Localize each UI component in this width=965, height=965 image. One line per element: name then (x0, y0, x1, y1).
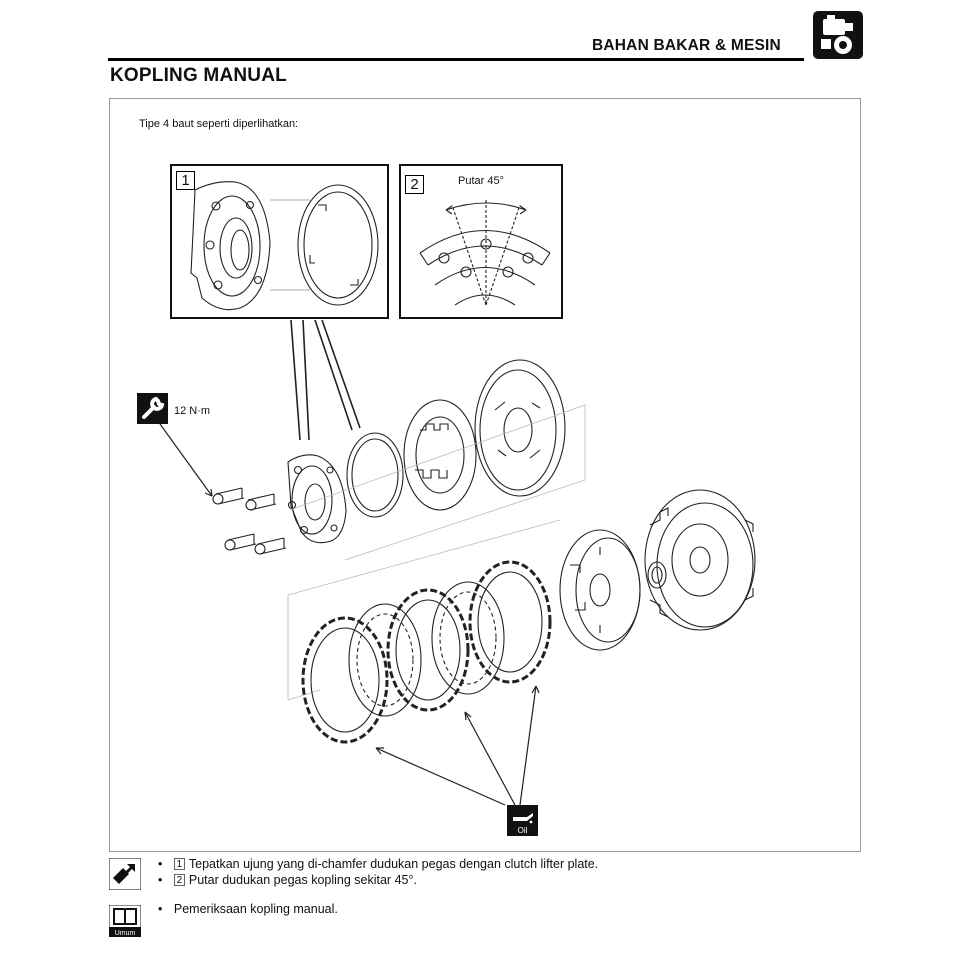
figure-frame (109, 98, 861, 852)
ref-item: • Pemeriksaan kopling manual. (158, 902, 338, 916)
note-text-2: Putar dudukan pegas kopling sekitar 45°. (188, 873, 417, 887)
note-bullet: • (158, 857, 163, 871)
ref-text: Pemeriksaan kopling manual. (173, 902, 338, 916)
note-text-1: Tepatkan ujung yang di-chamfer dudukan p… (188, 857, 599, 871)
oil-leaders (375, 685, 540, 806)
figure-intro: Tipe 4 baut seperti diperlihatkan: (139, 118, 299, 130)
note-ref-1: 1 (173, 858, 185, 870)
clutch-outer (644, 489, 756, 631)
inset1-ring (297, 184, 379, 306)
friction-plates (301, 560, 552, 744)
inset-1 (170, 164, 389, 319)
oil-can-icon: Oil (507, 805, 538, 836)
spring-ring (346, 432, 404, 518)
book-icon: Umum (108, 904, 142, 938)
hand-tip-icon (108, 857, 142, 891)
oil-label: Oil (518, 826, 528, 835)
section-title: BAHAN BAKAR & MESIN (592, 37, 781, 54)
lifter-plate (403, 399, 477, 511)
torque-value: 12 N·m (174, 405, 211, 417)
book-icon-label: Umum (115, 930, 136, 937)
note-bullet: • (158, 873, 163, 887)
inset-2-number: 2 (405, 175, 424, 194)
inset-1-number: 1 (176, 171, 195, 190)
pressure-plate (474, 359, 566, 497)
inset-2-caption: Putar 45° (458, 175, 504, 187)
inset1-spring-seat (190, 181, 271, 311)
header-rule (108, 58, 804, 61)
bolts (212, 487, 287, 555)
clutch-center (559, 529, 641, 651)
engine-fuel-icon (813, 11, 863, 59)
page-title: KOPLING MANUAL (110, 65, 287, 86)
inset-2 (399, 164, 563, 319)
spring-seat (287, 454, 347, 544)
wrench-icon (137, 393, 168, 424)
inset2-rotation-detail (419, 200, 551, 306)
note-ref-2: 2 (173, 874, 185, 886)
washer (647, 561, 667, 589)
note-bullet: • (158, 902, 163, 916)
